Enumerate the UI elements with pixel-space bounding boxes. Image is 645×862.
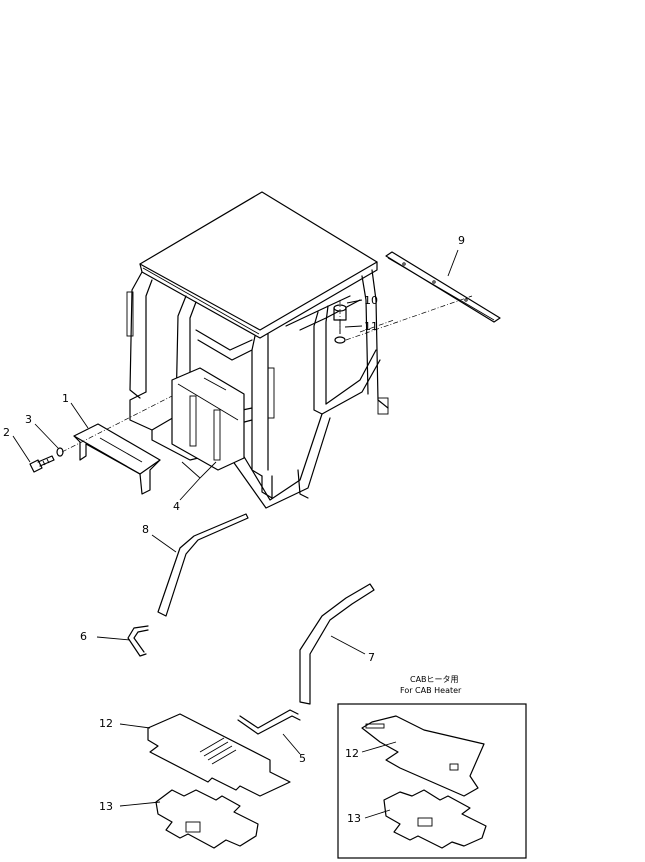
part-13-mat [155, 789, 259, 849]
inset-cab-heater [337, 703, 527, 859]
inset-caption-en: For CAB Heater [400, 686, 462, 695]
part-7-pipe [299, 583, 375, 705]
label-part-3: 3 [25, 413, 32, 426]
part-12-mat [147, 713, 291, 797]
part-number-labels: 1 2 3 4 5 6 7 8 9 10 11 12 13 12 13 [3, 234, 465, 825]
inset-caption: CABヒータ用 For CAB Heater [400, 675, 462, 695]
cab-frame [126, 191, 389, 509]
label-inset-part-13: 13 [347, 812, 361, 825]
label-inset-part-12: 12 [345, 747, 359, 760]
label-part-12: 12 [99, 717, 113, 730]
part-1-bracket [73, 423, 161, 495]
label-part-4: 4 [173, 500, 180, 513]
label-part-11: 11 [364, 320, 378, 333]
part-6-rod [127, 625, 149, 657]
assembly-connectors [61, 295, 473, 453]
part-2-bolt [29, 455, 55, 473]
label-part-8: 8 [142, 523, 149, 536]
label-part-13: 13 [99, 800, 113, 813]
label-part-1: 1 [62, 392, 69, 405]
inset-caption-jp: CABヒータ用 [410, 675, 459, 684]
label-part-6: 6 [80, 630, 87, 643]
part-5-rod [237, 709, 301, 735]
part-11-washer [334, 336, 346, 344]
leader-lines [12, 249, 459, 819]
part-9-bar [385, 251, 501, 323]
part-8-pipe [157, 513, 249, 617]
label-part-7: 7 [368, 651, 375, 664]
label-part-5: 5 [299, 752, 306, 765]
part-3-washer [56, 447, 64, 457]
label-part-2: 2 [3, 426, 10, 439]
label-part-10: 10 [364, 294, 378, 307]
label-part-9: 9 [458, 234, 465, 247]
